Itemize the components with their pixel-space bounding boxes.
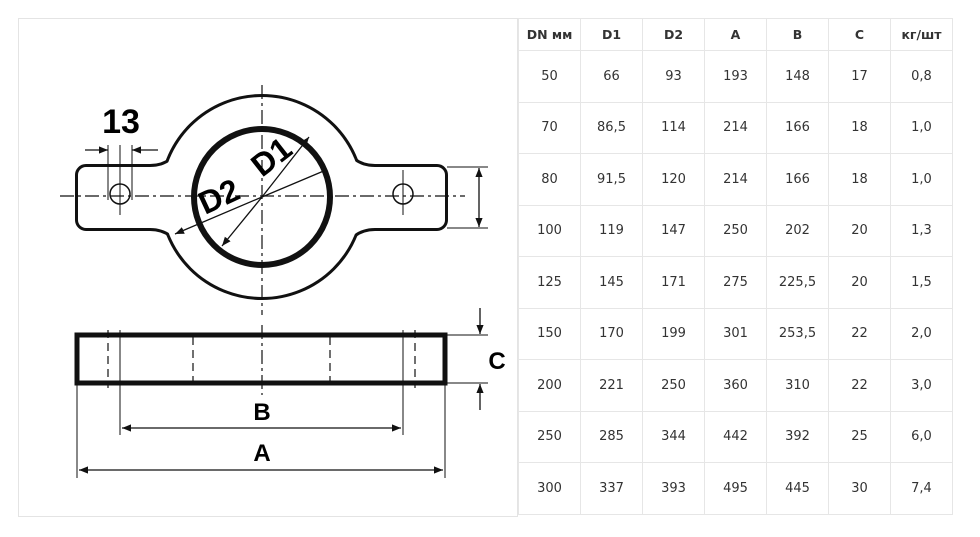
column-header: B bbox=[766, 18, 829, 51]
table-cell: 1,5 bbox=[890, 256, 953, 309]
table-cell: 125 bbox=[518, 256, 581, 309]
table-cell: 20 bbox=[828, 204, 891, 257]
column-header: DN мм bbox=[518, 18, 581, 51]
table-cell: 170 bbox=[580, 307, 643, 360]
dimension-a-label: A bbox=[253, 440, 270, 467]
table-cell: 171 bbox=[642, 256, 705, 309]
column-header: D2 bbox=[642, 18, 705, 51]
table-cell: 214 bbox=[704, 153, 767, 206]
table-cell: 114 bbox=[642, 101, 705, 154]
table-cell: 250 bbox=[704, 204, 767, 257]
table-cell: 253,5 bbox=[766, 307, 829, 360]
table-cell: 393 bbox=[642, 462, 705, 515]
table-cell: 199 bbox=[642, 307, 705, 360]
table-cell: 1,0 bbox=[890, 153, 953, 206]
table-cell: 301 bbox=[704, 307, 767, 360]
table-cell: 250 bbox=[642, 359, 705, 412]
table-cell: 360 bbox=[704, 359, 767, 412]
table-cell: 91,5 bbox=[580, 153, 643, 206]
table-cell: 50 bbox=[518, 50, 581, 103]
table-cell: 193 bbox=[704, 50, 767, 103]
column-header: D1 bbox=[580, 18, 643, 51]
table-cell: 445 bbox=[766, 462, 829, 515]
table-cell: 7,4 bbox=[890, 462, 953, 515]
column-header: кг/шт bbox=[890, 18, 953, 51]
table-cell: 202 bbox=[766, 204, 829, 257]
table-cell: 392 bbox=[766, 410, 829, 463]
table-cell: 25 bbox=[828, 410, 891, 463]
table-cell: 225,5 bbox=[766, 256, 829, 309]
table-cell: 221 bbox=[580, 359, 643, 412]
table-cell: 18 bbox=[828, 101, 891, 154]
table-cell: 120 bbox=[642, 153, 705, 206]
table-cell: 145 bbox=[580, 256, 643, 309]
table-cell: 150 bbox=[518, 307, 581, 360]
dimension-c-label: C bbox=[488, 348, 505, 375]
column-header: A bbox=[704, 18, 767, 51]
table-cell: 200 bbox=[518, 359, 581, 412]
table-cell: 214 bbox=[704, 101, 767, 154]
column-header: C bbox=[828, 18, 891, 51]
table-cell: 86,5 bbox=[580, 101, 643, 154]
table-cell: 337 bbox=[580, 462, 643, 515]
table-cell: 17 bbox=[828, 50, 891, 103]
dimension-13-label: 13 bbox=[102, 103, 140, 141]
table-cell: 310 bbox=[766, 359, 829, 412]
table-cell: 70 bbox=[518, 101, 581, 154]
table-cell: 22 bbox=[828, 307, 891, 360]
table-cell: 166 bbox=[766, 153, 829, 206]
table-cell: 300 bbox=[518, 462, 581, 515]
table-cell: 93 bbox=[642, 50, 705, 103]
table-cell: 148 bbox=[766, 50, 829, 103]
table-cell: 147 bbox=[642, 204, 705, 257]
table-cell: 3,0 bbox=[890, 359, 953, 412]
flange-technical-drawing: 13 D1 D2 B A bbox=[60, 85, 506, 478]
table-cell: 20 bbox=[828, 256, 891, 309]
dimension-b-label: B bbox=[253, 399, 270, 426]
flange-side-view: B A C bbox=[74, 308, 506, 478]
table-cell: 0,8 bbox=[890, 50, 953, 103]
table-cell: 30 bbox=[828, 462, 891, 515]
table-cell: 275 bbox=[704, 256, 767, 309]
table-cell: 344 bbox=[642, 410, 705, 463]
flange-top-view: 13 D1 D2 bbox=[60, 85, 488, 315]
table-cell: 2,0 bbox=[890, 307, 953, 360]
table-cell: 495 bbox=[704, 462, 767, 515]
table-cell: 250 bbox=[518, 410, 581, 463]
table-cell: 119 bbox=[580, 204, 643, 257]
table-cell: 1,3 bbox=[890, 204, 953, 257]
table-cell: 18 bbox=[828, 153, 891, 206]
table-cell: 66 bbox=[580, 50, 643, 103]
table-cell: 80 bbox=[518, 153, 581, 206]
drawing-panel bbox=[18, 18, 518, 517]
table-cell: 442 bbox=[704, 410, 767, 463]
table-cell: 166 bbox=[766, 101, 829, 154]
table-cell: 1,0 bbox=[890, 101, 953, 154]
table-cell: 285 bbox=[580, 410, 643, 463]
table-cell: 22 bbox=[828, 359, 891, 412]
table-cell: 100 bbox=[518, 204, 581, 257]
table-cell: 6,0 bbox=[890, 410, 953, 463]
